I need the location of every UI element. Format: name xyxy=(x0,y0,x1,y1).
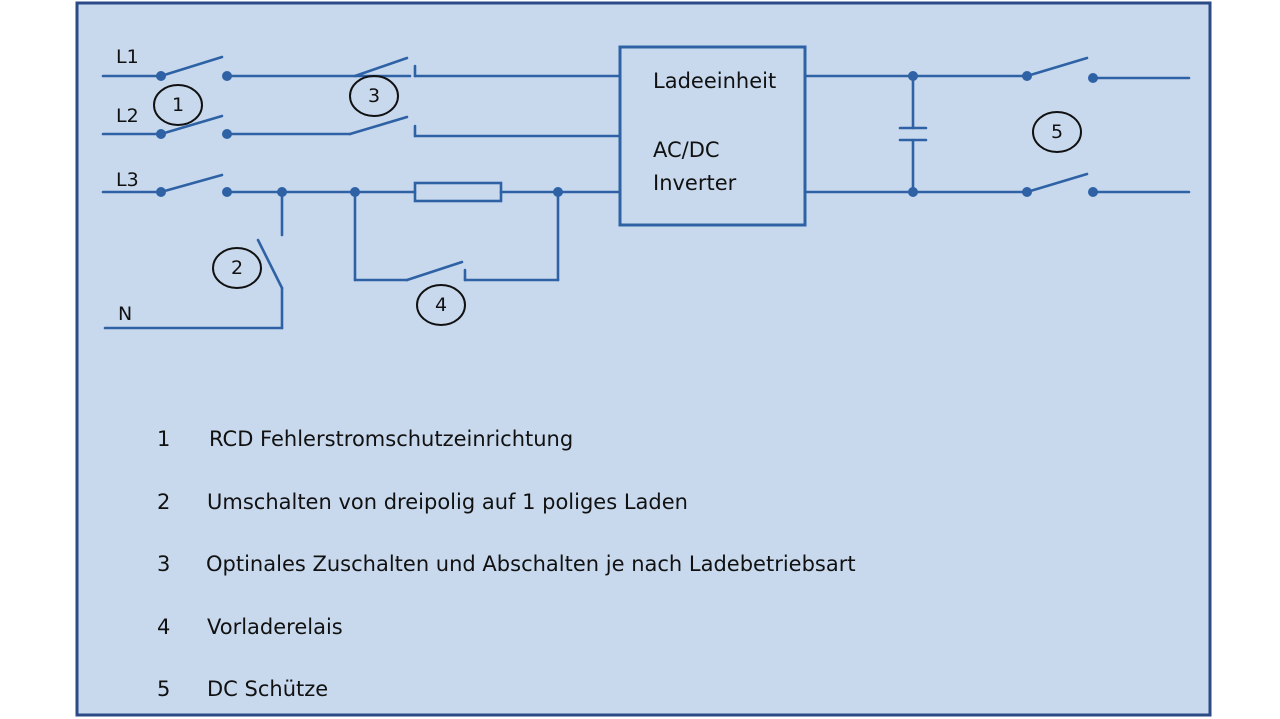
legend-text: RCD Fehlerstromschutzeinrichtung xyxy=(209,427,573,451)
svg-text:2: 2 xyxy=(231,257,243,279)
legend-text: Optinales Zuschalten und Abschalten je n… xyxy=(206,552,856,576)
legend-number: 2 xyxy=(157,490,170,514)
legend-item: 1 RCD Fehlerstromschutzeinrichtung xyxy=(157,427,573,451)
dc-output xyxy=(803,56,1191,197)
legend-item: 3 Optinales Zuschalten und Abschalten je… xyxy=(157,552,856,576)
legend-item: 2 Umschalten von dreipolig auf 1 poliges… xyxy=(157,490,688,514)
l1-line xyxy=(101,55,622,81)
switch-2 xyxy=(103,190,284,330)
svg-text:1: 1 xyxy=(172,94,184,116)
charging-unit-box xyxy=(618,45,807,227)
marker-4: 4 xyxy=(416,284,466,326)
legend-text: DC Schütze xyxy=(207,677,328,701)
marker-1: 1 xyxy=(153,84,203,126)
l3-line xyxy=(101,173,622,203)
svg-text:3: 3 xyxy=(368,85,380,107)
legend-text: Vorladerelais xyxy=(207,615,343,639)
legend: 1 RCD Fehlerstromschutzeinrichtung 2 Ums… xyxy=(157,427,856,701)
neutral-label: N xyxy=(118,303,132,325)
legend-number: 4 xyxy=(157,615,170,639)
legend-item: 5 DC Schütze xyxy=(157,677,328,701)
phase-label-l2: L2 xyxy=(116,105,139,127)
phase-label-l1: L1 xyxy=(116,46,139,68)
marker-3: 3 xyxy=(349,75,399,117)
legend-number: 3 xyxy=(157,552,170,576)
box-line-3: Inverter xyxy=(653,171,737,195)
box-line-1: Ladeeinheit xyxy=(653,69,776,93)
marker-5: 5 xyxy=(1032,111,1082,153)
phase-label-l3: L3 xyxy=(116,169,139,191)
precharge-branch xyxy=(353,190,560,282)
box-line-2: AC/DC xyxy=(653,138,720,162)
legend-number: 1 xyxy=(157,427,170,451)
l2-line xyxy=(101,114,622,139)
svg-text:5: 5 xyxy=(1051,121,1063,143)
legend-text: Umschalten von dreipolig auf 1 poliges L… xyxy=(207,490,688,514)
svg-text:4: 4 xyxy=(435,294,447,316)
marker-2: 2 xyxy=(212,247,262,289)
legend-number: 5 xyxy=(157,677,170,701)
legend-item: 4 Vorladerelais xyxy=(157,615,343,639)
